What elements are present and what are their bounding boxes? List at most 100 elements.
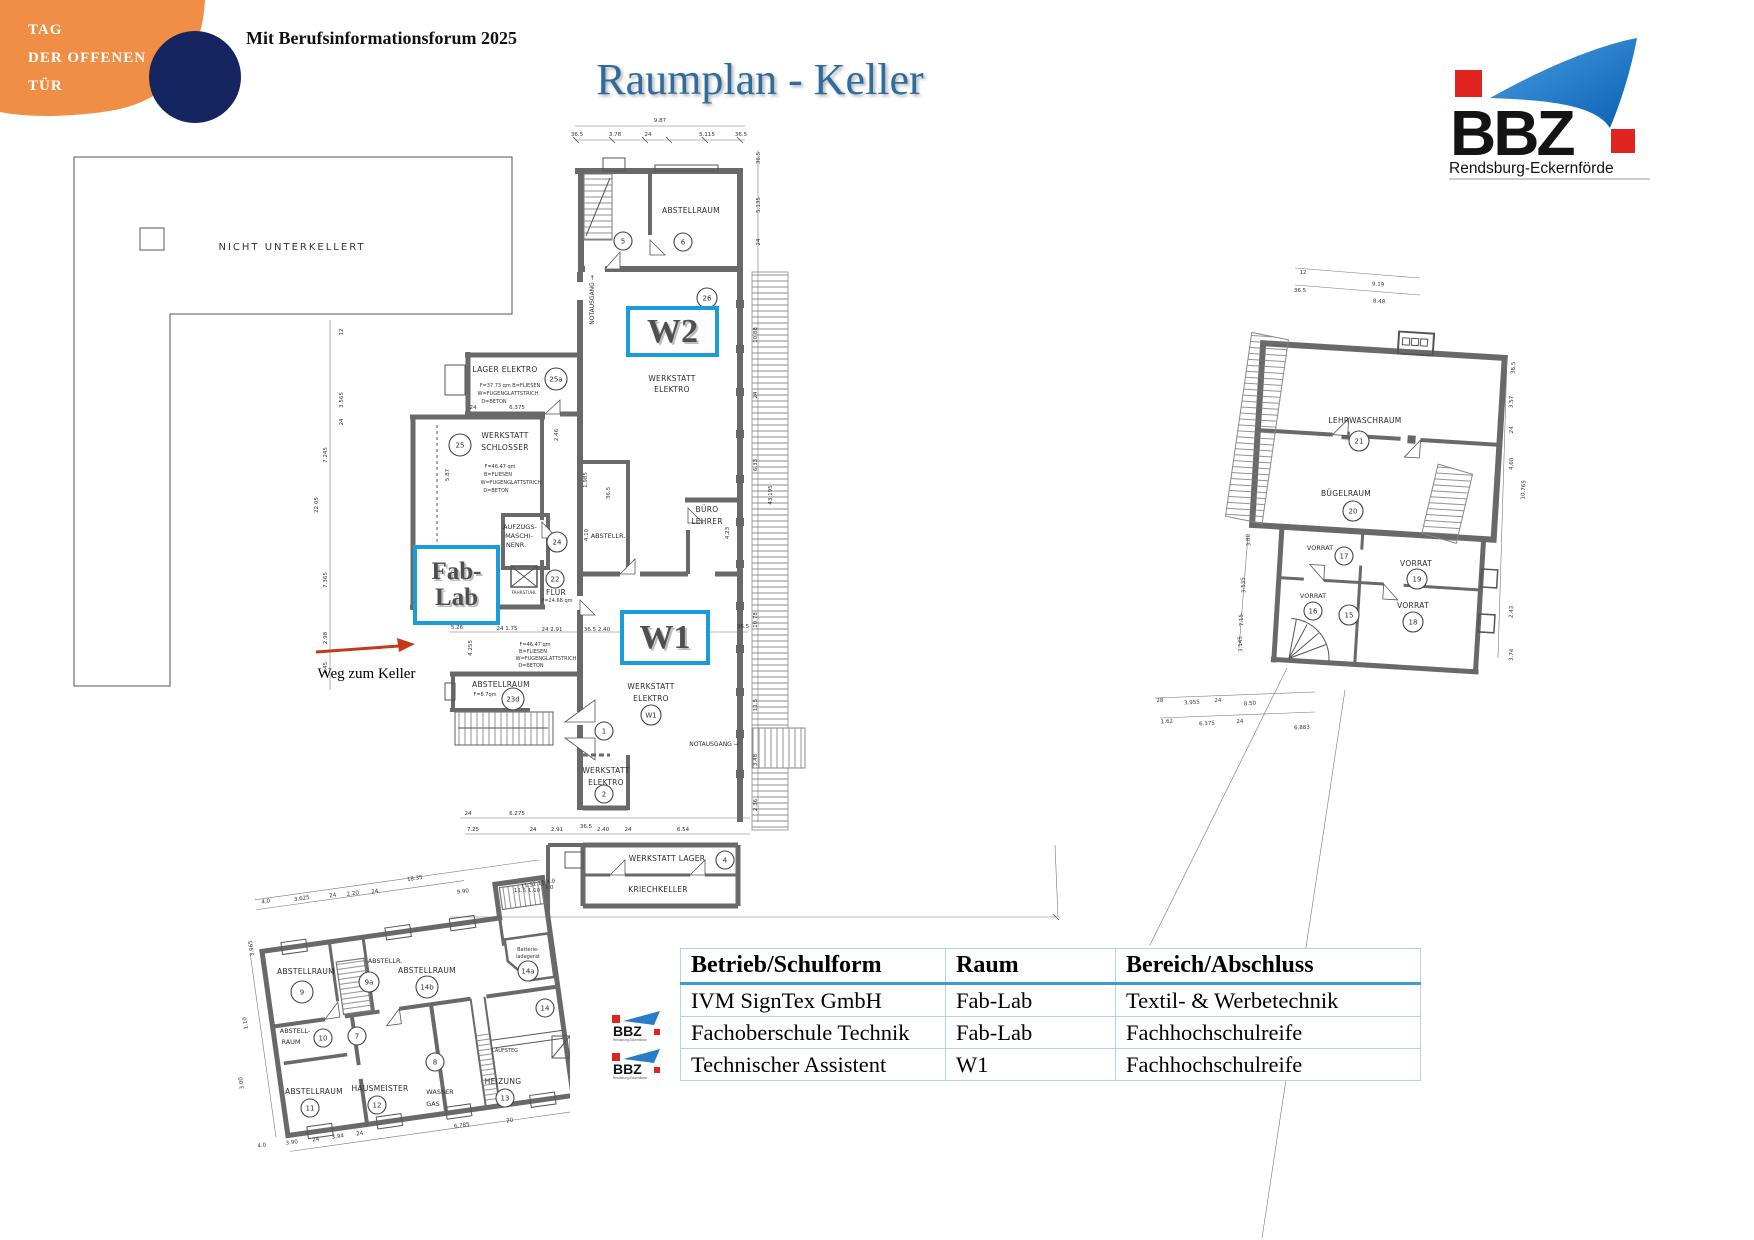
plan-label: LEHRER [691,517,723,526]
svg-text:25: 25 [456,442,465,450]
room-number: 19 [1406,568,1428,590]
plan-label: 24 [753,391,759,398]
plan-label: 5.87 [445,468,451,481]
table-cell: Textil- & Werbetechnik [1115,983,1421,1017]
bottom-plan-walls [249,860,570,1152]
room-number: 22 [545,569,565,589]
plan-label: D=BETON [481,399,507,405]
plan-label: ELEKTRO [654,385,690,394]
plan-label: 6.375 [1199,721,1216,728]
room-number: 17 [1334,546,1354,566]
plan-label: ELEKTRO [633,694,669,703]
svg-text:21: 21 [1355,438,1364,446]
plan-label: 10.765 [1521,480,1528,500]
plan-label: WERKSTATT [481,431,528,440]
plan-label: 7.25 [467,827,480,833]
room-number: 11 [300,1098,320,1118]
plan-label: 36.5 [735,132,748,138]
table-header-betrieb: Betrieb/Schulform [680,948,946,985]
table-cell: Fab-Lab [945,1016,1116,1049]
plan-label: 1.62 [1161,719,1174,726]
plan-label: 24 [530,827,537,833]
plan-label: ABSTELLRAUM [662,206,720,215]
plan-label: HEIZUNG [485,1077,522,1086]
boundary-line [1149,667,1288,946]
plan-label: 6.275 [509,811,525,817]
plan-label: 28 [1156,698,1164,704]
svg-text:17: 17 [1340,553,1349,561]
table-header-bereich: Bereich/Abschluss [1115,948,1421,985]
room-number: 1 [594,721,614,741]
plan-label: 24 1.75 [497,626,518,632]
svg-text:14: 14 [541,1005,550,1013]
plan-label: 1.45 [323,661,329,674]
plan-label: 4.10 [584,528,590,541]
room-number: 24 [546,531,568,553]
svg-text:10: 10 [319,1035,328,1043]
plan-label: VORRAT [1400,559,1432,568]
wall-notch [139,227,165,251]
right-plan-walls [1224,330,1508,675]
plan-label: 4.0 [257,1142,267,1149]
table-cell: W1 [945,1048,1116,1081]
right-floor-plan: LEHRWASCHRAUMBÜGELRAUMVORRATVORRATVORRAT… [1149,267,1528,1239]
outside-stairs [751,727,806,769]
plan-label: 12 [1300,270,1307,276]
room-number: 26 [696,287,718,309]
plan-label: 4.0 [545,885,554,891]
room-number: 25 [448,433,472,457]
plan-label: WERKSTATT [582,766,629,775]
plan-label: 7.365 [323,572,329,588]
room-number: 8 [425,1052,445,1072]
plan-label: 3.625 [294,895,311,903]
plan-label: B=FLIESEN [484,472,512,478]
plan-label: ABSTELLRAUM [277,967,335,976]
plan-label: FLUR [546,588,566,597]
plan-label: 18.35 [407,875,424,883]
plan-label: 1.10 [532,880,545,888]
plan-label: BÜGELRAUM [1321,489,1371,498]
plan-label: 24 [645,132,652,138]
room-number: 4 [715,850,735,870]
plan-label: 36.5 2.40 [584,627,611,633]
table-cell: IVM SignTex GmbH [680,983,946,1017]
room-number: 14a [517,960,539,982]
room-number: 13 [495,1088,515,1108]
plan-label: 11.5 [753,698,759,711]
plan-label: 24 [1236,719,1244,725]
svg-text:18: 18 [1409,619,1418,627]
plan-label: LEHRWASCHRAUM [1328,416,1401,425]
plan-label: 2.40 [597,827,610,833]
plan-label: 6.375 [509,405,525,411]
plan-label: 5.135 [756,197,762,213]
plan-label: 4.255 [468,640,474,656]
badge-line-2: DER OFFENEN [28,50,146,66]
plan-label: ABSTELLRAUM [398,966,456,975]
plan-label: 2.46 [554,428,560,441]
room-number: 2 [594,784,614,804]
windows [280,914,557,1140]
svg-text:W1: W1 [645,712,656,720]
plan-label: 36.5 [737,624,750,630]
plan-label: 1.10 [242,1016,250,1029]
plan-label: 4.0 [546,878,556,885]
svg-text:20: 20 [1349,508,1358,516]
plan-label: 9.87 [654,118,667,124]
table-cell: Fachoberschule Technik [680,1016,946,1049]
plan-label: B=FLIESEN [519,649,547,655]
highlight-fablab: Fab- Lab [413,545,500,625]
svg-text:14a: 14a [521,968,534,976]
plan-label: 3.78 [609,132,622,138]
plan-label: 5.26 [451,625,464,631]
svg-text:19: 19 [1413,576,1422,584]
svg-text:23d: 23d [506,696,519,704]
logo-red-dot [1611,129,1635,153]
plan-label: KRIECHKELLER [628,885,688,894]
room-number: 25a [544,367,568,391]
svg-text:13: 13 [501,1095,510,1103]
logo-text: BBZ [613,1023,642,1039]
plan-label: D=BETON [483,488,509,494]
plan-label: 3.57 [1509,395,1516,408]
plan-label: W=FUGENGLATTSTRICH [481,480,542,486]
plan-label: 3.955 [1184,700,1201,707]
